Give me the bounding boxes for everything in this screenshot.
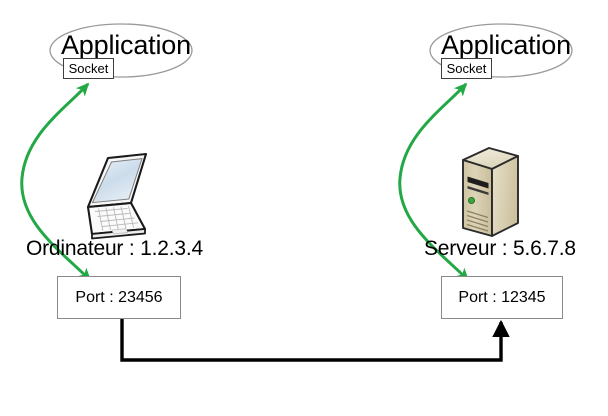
server-socket-box[interactable]: Socket — [441, 58, 492, 79]
server-socket-port-arrow — [398, 82, 470, 282]
server-host-label: Serveur : 5.6.7.8 — [424, 237, 576, 260]
server-application-label: Application — [441, 30, 571, 60]
server-port-box[interactable]: Port : 12345 — [441, 276, 563, 319]
client-port-box[interactable]: Port : 23456 — [57, 276, 181, 319]
client-host-label: Ordinateur : 1.2.3.4 — [26, 237, 203, 260]
server-application-ellipse — [429, 23, 573, 78]
laptop-icon — [86, 152, 148, 240]
client-socket-box[interactable]: Socket — [63, 58, 114, 79]
client-socket-port-arrow — [20, 82, 92, 282]
client-application-ellipse — [49, 23, 193, 78]
client-application-label: Application — [61, 30, 191, 60]
port-to-port-connector — [120, 319, 510, 362]
server-tower-icon — [462, 147, 519, 237]
